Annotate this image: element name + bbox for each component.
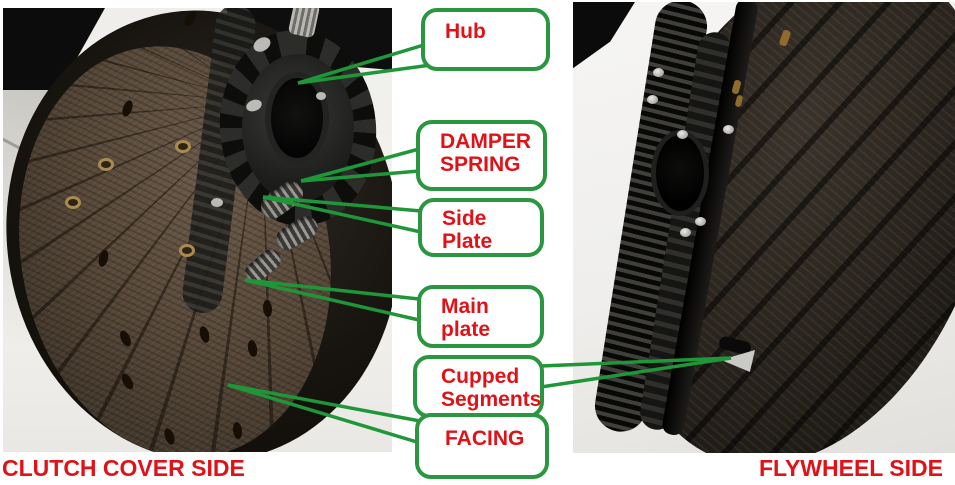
- brass-rivet: [98, 158, 114, 171]
- photo-clutch-cover-side: [3, 8, 392, 452]
- callout-cupped-segments-label-line2: Segments: [441, 388, 542, 411]
- silver-rivet: [677, 130, 688, 139]
- metal-glint: [316, 92, 326, 100]
- callout-main-plate: Main plate: [417, 285, 544, 348]
- silver-rivet: [695, 217, 706, 226]
- callout-main-plate-label-line2: plate: [441, 318, 491, 341]
- callout-cupped-segments: Cupped Segments: [413, 355, 544, 418]
- silver-rivet: [723, 125, 734, 134]
- photo-flywheel-side: [573, 2, 955, 453]
- callout-facing-label: FACING: [445, 427, 525, 450]
- callout-side-plate-label-line1: Side: [442, 207, 487, 230]
- callout-hub: Hub: [421, 8, 550, 71]
- hub-splined-bore: [265, 72, 329, 164]
- callout-cupped-segments-label-line1: Cupped: [441, 365, 520, 388]
- brass-rivet: [175, 140, 191, 153]
- callout-side-plate: Side Plate: [418, 198, 544, 257]
- hub-splined-bore: [651, 130, 709, 216]
- metal-glint: [211, 198, 223, 207]
- callout-facing: FACING: [415, 413, 549, 479]
- callout-main-plate-label-line1: Main: [441, 295, 489, 318]
- caption-flywheel-side: FLYWHEEL SIDE: [758, 455, 943, 481]
- brass-rivet: [65, 196, 81, 209]
- silver-rivet: [680, 228, 691, 237]
- silver-rivet: [647, 95, 658, 104]
- brass-rivet: [179, 244, 195, 257]
- callout-side-plate-label-line2: Plate: [442, 230, 493, 253]
- callout-hub-label: Hub: [445, 20, 486, 43]
- callout-damper-spring-label-line2: SPRING: [440, 153, 521, 176]
- caption-clutch-cover-side: CLUTCH COVER SIDE: [2, 455, 245, 481]
- callout-damper-spring-label-line1: DAMPER: [440, 130, 532, 153]
- callout-damper-spring: DAMPER SPRING: [416, 120, 547, 191]
- silver-rivet: [653, 68, 664, 77]
